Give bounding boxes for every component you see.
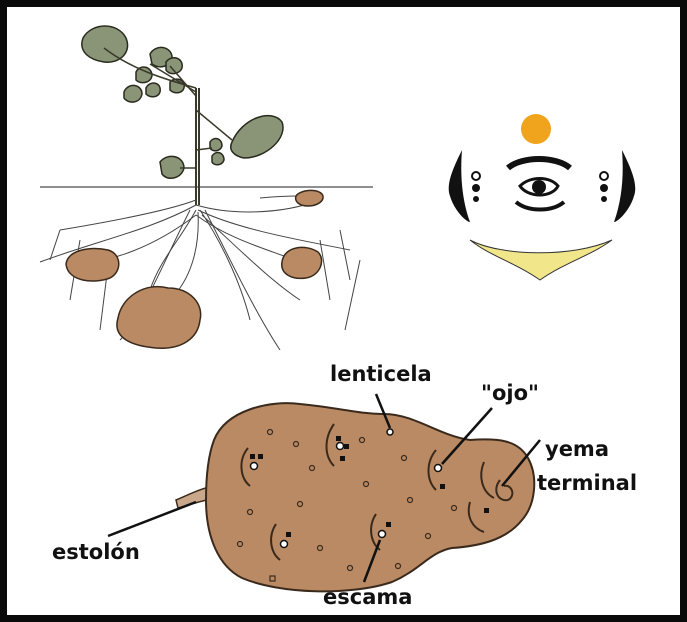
label-ojo: "ojo": [481, 381, 539, 405]
label-escama: escama: [323, 585, 412, 609]
label-yema-line2: terminal: [537, 471, 637, 495]
potato-tuber-illustration: [176, 403, 534, 591]
potato-plant-illustration: [40, 26, 373, 350]
small-tubers: [66, 190, 323, 348]
sun-dot: [521, 114, 551, 144]
label-yema-line1: yema: [545, 437, 609, 461]
leaf-cluster: [82, 26, 283, 178]
tuber-eye-detail: [449, 114, 636, 280]
label-lenticela: lenticela: [330, 362, 432, 386]
label-estolon: estolón: [52, 540, 140, 564]
